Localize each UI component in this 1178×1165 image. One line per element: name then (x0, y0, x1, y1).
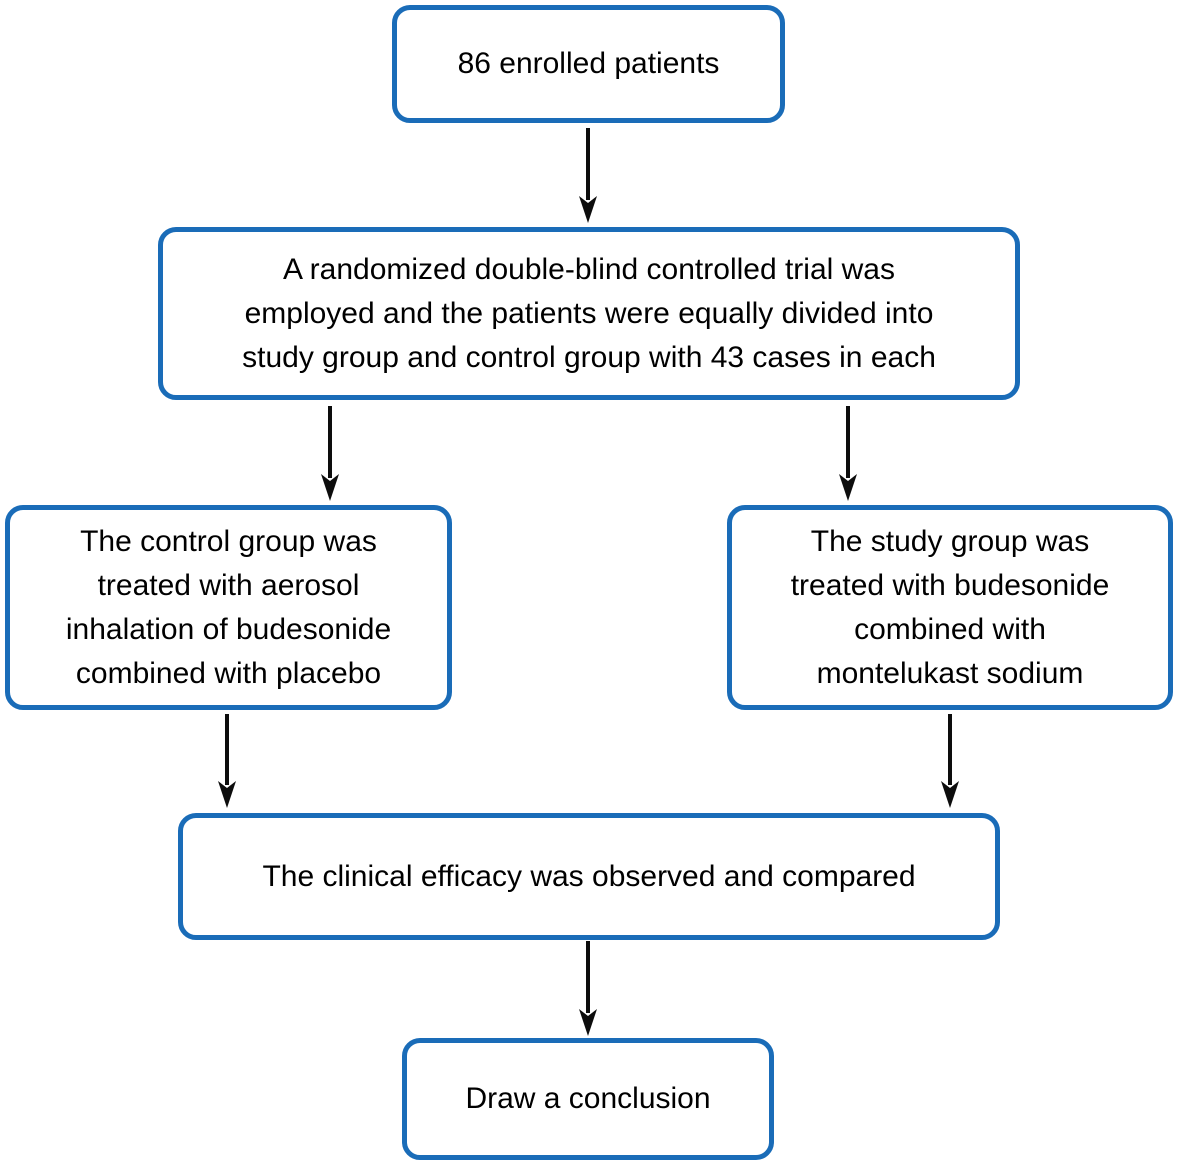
node-text-line: montelukast sodium (816, 656, 1084, 690)
node-text: Draw a conclusion (465, 1082, 711, 1115)
flow-node-conclusion: Draw a conclusion (402, 1038, 774, 1160)
node-text-line: study group and control group with 43 ca… (242, 340, 936, 374)
node-text-line: combined with (854, 612, 1046, 646)
node-text-line: The study group was (810, 524, 1090, 558)
flow-node-control-group: The control group was treated with aeros… (5, 505, 452, 710)
arrow-down-icon (579, 128, 597, 223)
arrow-down-icon (941, 714, 959, 808)
node-text: The clinical efficacy was observed and c… (262, 859, 916, 893)
flow-node-clinical-efficacy: The clinical efficacy was observed and c… (178, 813, 1000, 940)
arrow-down-icon (839, 406, 857, 501)
node-text-line: inhalation of budesonide (65, 612, 392, 646)
node-text-line: combined with placebo (75, 656, 382, 690)
flow-node-randomized-trial: A randomized double-blind controlled tri… (158, 227, 1020, 400)
flow-node-enrolled-patients: 86 enrolled patients (392, 5, 785, 123)
arrow-down-icon (218, 714, 236, 808)
arrow-down-icon (579, 941, 597, 1036)
node-text-line: A randomized double-blind controlled tri… (282, 252, 895, 286)
arrow-down-icon (321, 406, 339, 501)
node-text-line: treated with aerosol (97, 568, 360, 602)
node-text-line: The control group was (80, 524, 377, 558)
node-text: 86 enrolled patients (457, 47, 720, 80)
flow-node-study-group: The study group was treated with budeson… (727, 505, 1173, 710)
node-text-line: employed and the patients were equally d… (244, 296, 934, 330)
node-text-line: treated with budesonide (790, 568, 1110, 602)
